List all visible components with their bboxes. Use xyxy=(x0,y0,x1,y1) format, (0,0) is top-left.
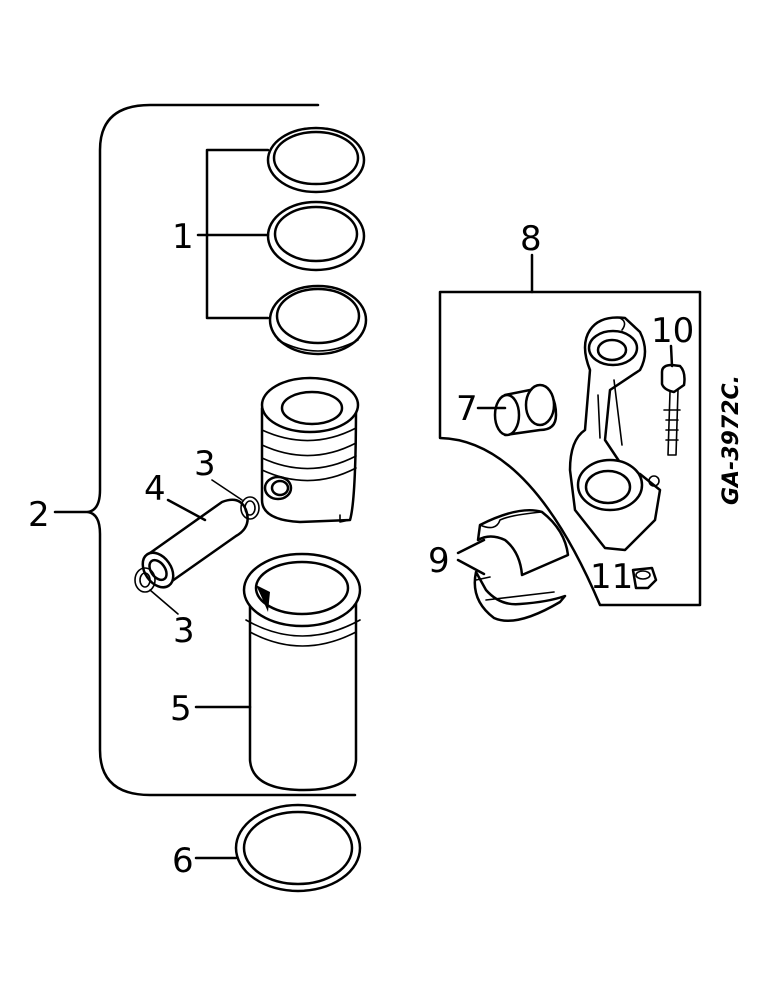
callout-leader-3-top xyxy=(211,479,243,501)
cylinder-liner xyxy=(242,552,362,792)
callout-6: 6 xyxy=(172,841,194,881)
piston-ring-bottom xyxy=(268,284,368,356)
callout-leader-10 xyxy=(669,344,674,368)
piston-ring-top xyxy=(266,126,366,194)
callout-3-bottom: 3 xyxy=(173,611,195,651)
rod-nut xyxy=(631,566,658,590)
callout-4: 4 xyxy=(144,469,166,509)
connecting-rod xyxy=(568,316,662,552)
callout-7: 7 xyxy=(456,389,478,429)
callout-9: 9 xyxy=(428,541,450,581)
callout-5: 5 xyxy=(170,689,192,729)
callout-leader-1 xyxy=(196,148,270,320)
rod-bolt xyxy=(660,363,686,456)
callout-3-top: 3 xyxy=(194,444,216,484)
callout-8: 8 xyxy=(520,219,542,259)
callout-10: 10 xyxy=(651,311,694,351)
connecting-rod-bracket xyxy=(438,290,702,607)
bearing-shell-upper xyxy=(476,508,570,577)
callout-leader-4 xyxy=(166,498,207,522)
pin-bushing xyxy=(493,383,558,437)
o-ring xyxy=(234,803,362,893)
piston xyxy=(260,376,360,524)
callout-11: 11 xyxy=(590,557,633,597)
snap-ring-right xyxy=(240,496,260,520)
callout-1: 1 xyxy=(172,217,194,257)
callout-leader-9 xyxy=(456,538,486,576)
bearing-shell-lower xyxy=(473,570,567,622)
piston-ring-middle xyxy=(266,200,366,272)
callout-leader-3-bottom xyxy=(149,589,179,615)
drawing-code: GA-3972C. xyxy=(719,375,744,505)
snap-ring-left xyxy=(134,567,156,593)
callout-2: 2 xyxy=(28,495,50,535)
